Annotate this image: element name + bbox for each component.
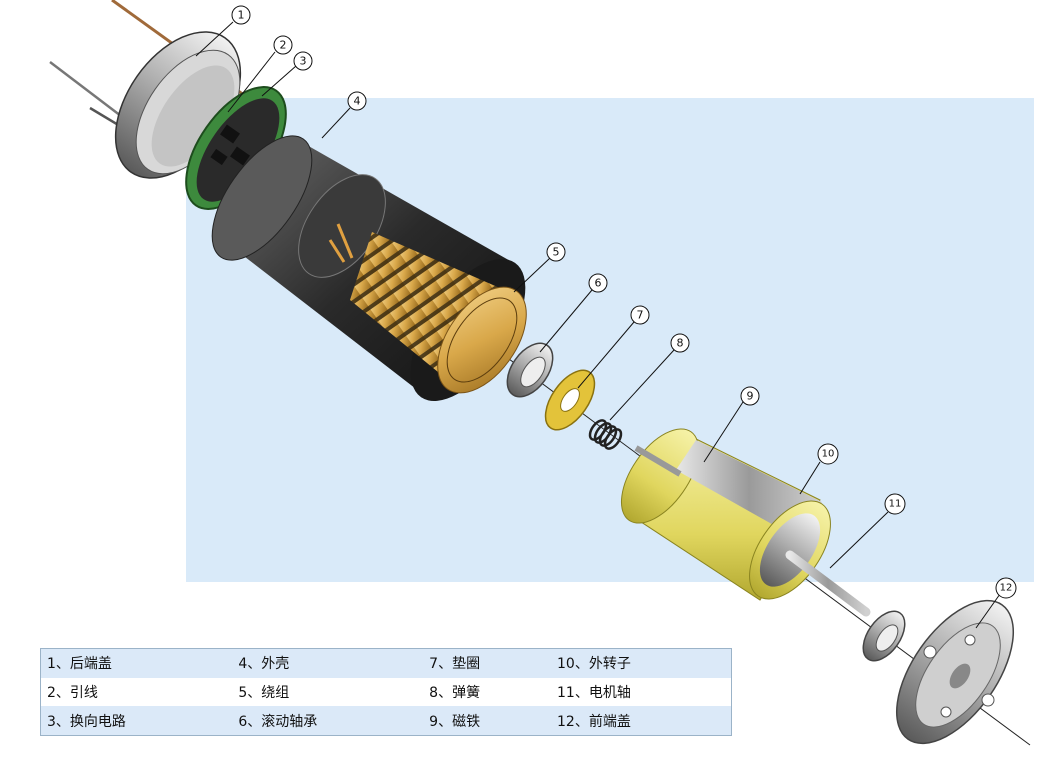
legend-item-10: 10、外转子 (551, 648, 732, 678)
legend-item-4: 4、外壳 (232, 648, 424, 678)
legend-item-3: 3、换向电路 (40, 706, 233, 736)
svg-text:10: 10 (822, 449, 835, 460)
commutation-circuit-board (185, 86, 287, 210)
callout-4: 4 (347, 91, 367, 111)
spring (588, 419, 623, 450)
callout-9: 9 (740, 386, 760, 406)
svg-text:8: 8 (677, 337, 684, 350)
legend-item-11: 11、电机轴 (551, 677, 732, 707)
parts-legend: 1、后端盖 4、外壳 7、垫圈 10、外转子 2、引线 5、绕组 8、弹簧 11… (40, 648, 732, 736)
winding (328, 223, 527, 394)
callout-12: 12 (995, 577, 1017, 599)
legend-row: 2、引线 5、绕组 8、弹簧 11、电机轴 (40, 677, 732, 707)
callout-11: 11 (884, 493, 906, 515)
legend-item-7: 7、垫圈 (423, 648, 552, 678)
legend-item-1: 1、后端盖 (40, 648, 233, 678)
legend-item-6: 6、滚动轴承 (232, 706, 424, 736)
callouts: 1 2 3 4 5 6 7 8 9 10 11 12 (231, 5, 1017, 599)
svg-text:1: 1 (238, 9, 245, 22)
svg-text:5: 5 (553, 246, 560, 259)
rolling-bearing-front (862, 610, 906, 662)
legend-item-8: 8、弹簧 (423, 677, 552, 707)
svg-text:4: 4 (354, 95, 361, 108)
svg-text:2: 2 (280, 39, 287, 52)
svg-text:3: 3 (300, 55, 307, 68)
svg-text:9: 9 (747, 390, 754, 403)
callout-leaders (195, 21, 1001, 629)
callout-3: 3 (293, 51, 313, 71)
svg-text:7: 7 (637, 309, 644, 322)
callout-1: 1 (231, 5, 251, 25)
callout-7: 7 (630, 305, 650, 325)
svg-text:11: 11 (889, 499, 902, 510)
legend-row: 1、后端盖 4、外壳 7、垫圈 10、外转子 (40, 648, 732, 678)
legend-row: 3、换向电路 6、滚动轴承 9、磁铁 12、前端盖 (40, 706, 732, 736)
svg-text:6: 6 (595, 277, 602, 290)
callout-10: 10 (817, 443, 839, 465)
outer-rotor (620, 428, 831, 601)
legend-item-5: 5、绕组 (232, 677, 424, 707)
callout-8: 8 (670, 333, 690, 353)
legend-item-12: 12、前端盖 (551, 706, 732, 736)
callout-5: 5 (546, 242, 566, 262)
callout-6: 6 (588, 273, 608, 293)
legend-item-2: 2、引线 (40, 677, 233, 707)
rolling-bearing-rear (506, 342, 554, 398)
legend-item-9: 9、磁铁 (423, 706, 552, 736)
rear-shaft-stub (634, 445, 682, 477)
svg-text:12: 12 (1000, 583, 1013, 594)
callout-2: 2 (273, 35, 293, 55)
motor-shaft (785, 550, 871, 617)
washer (544, 369, 596, 431)
front-end-cap (895, 599, 1015, 745)
